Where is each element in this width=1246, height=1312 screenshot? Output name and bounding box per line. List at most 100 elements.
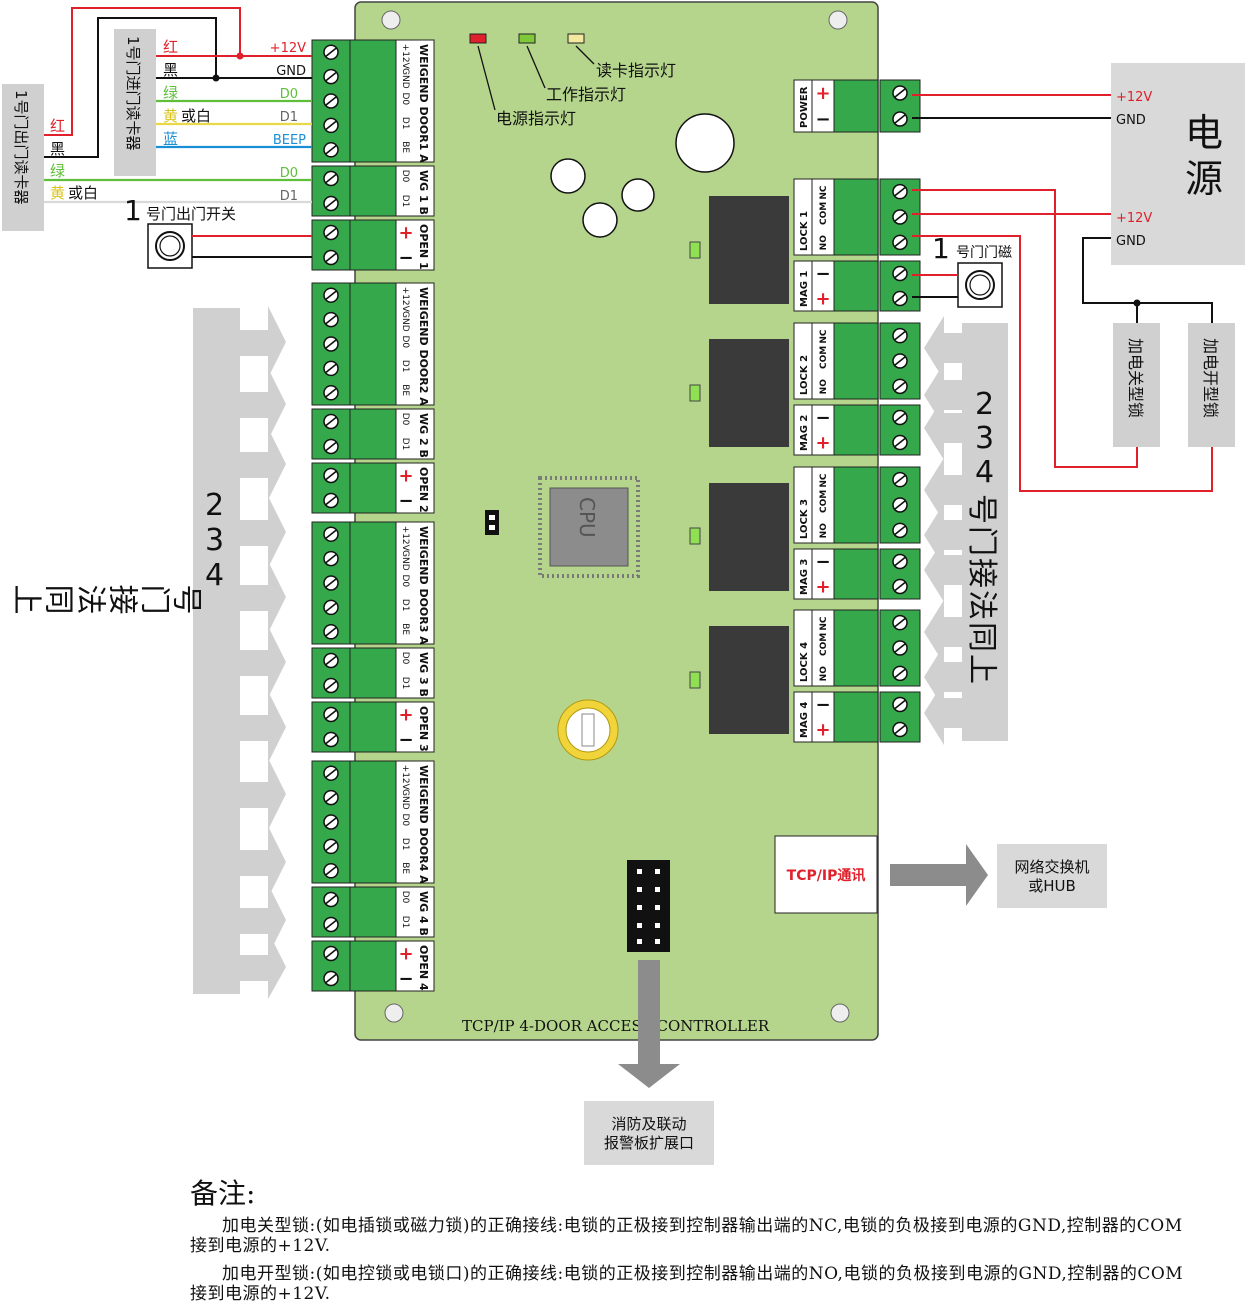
terminal-screw (323, 706, 339, 723)
entry-reader-label: 1号门进门读卡器 (124, 36, 142, 151)
wire-entry-blue-signal: BEEP (273, 133, 306, 148)
pin-label: D1 (400, 916, 410, 929)
plus-sign: + (398, 705, 413, 726)
plus-sign: + (815, 83, 830, 104)
wg-label: WG 3 B (417, 652, 430, 697)
terminal-screw (892, 183, 908, 200)
mount-hole (828, 10, 848, 30)
pin-label: GND (400, 550, 410, 571)
terminal-screw (892, 111, 908, 127)
relay-1 (709, 196, 789, 304)
buzzer (675, 113, 735, 173)
capacitor (582, 202, 618, 238)
fail-safe-lock (1113, 323, 1160, 447)
terminal-screw (892, 553, 908, 570)
terminal-screw (323, 170, 339, 187)
right-terminal-mag: MAG 2−+ (793, 404, 921, 456)
terminal-screw (323, 142, 339, 158)
exit-button-num: 1 (124, 194, 142, 227)
pin-label: D1 (400, 195, 410, 208)
wire-entry-black: 黑 (163, 61, 178, 79)
wire-entry-yellow-signal: D1 (280, 110, 298, 125)
terminal-screw (892, 85, 908, 101)
work-led (518, 33, 536, 44)
fail-secure-lock-label: 加电开型锁 (1201, 338, 1220, 418)
open-label: OPEN 1 (417, 224, 430, 270)
pin-label: +12V (400, 44, 410, 70)
pin-label: D0 (400, 413, 410, 426)
terminal-screw (323, 385, 339, 401)
pin-label: NO (819, 666, 829, 682)
left-terminal-open: +−OPEN 3 (311, 701, 435, 753)
pin-label: NO (819, 523, 829, 539)
terminal-screw (323, 838, 339, 855)
terminal-screw (323, 599, 339, 616)
minus-sign: − (398, 969, 413, 990)
terminal-screw (323, 945, 339, 962)
terminal-screw (323, 224, 339, 241)
wire-entry-red: 红 (163, 38, 178, 56)
left-arrows (240, 306, 286, 999)
terminal-screw (323, 575, 339, 591)
terminal-screw (323, 195, 339, 212)
plus-sign: + (398, 466, 413, 487)
left-same-num-4: 4 (205, 558, 224, 593)
left-terminal-open: + −OPEN 1 (311, 219, 435, 271)
terminal-screw (323, 789, 339, 806)
network-arrow (890, 844, 988, 906)
note-fail-secure: 加电开型锁:(如电控锁或电锁口)的正确接线:电锁的正极接到控制器输出端的NO,电… (190, 1264, 1184, 1304)
terminal-screw (892, 522, 908, 539)
terminal-screw (323, 492, 339, 509)
weigand-label: WEIGEND DOOR2 A (417, 287, 430, 406)
power-supply-char-2: 源 (1185, 157, 1223, 201)
relay-led (689, 241, 701, 259)
pin-label: D0 (400, 574, 410, 587)
supply-plus-top: +12V (1116, 90, 1152, 105)
cpu-label: CPU (575, 497, 599, 538)
pin-label: D0 (400, 92, 410, 105)
power-supply (1111, 63, 1245, 265)
capacitor (621, 178, 655, 212)
pin-label: D0 (400, 813, 410, 826)
lock-label: LOCK 3 (799, 499, 810, 539)
wire-exit-black: 黑 (50, 140, 65, 158)
plus-sign: + (398, 944, 413, 965)
wire-entry-yellow-a: 黄 (163, 107, 178, 125)
mag-label: MAG 2 (799, 415, 810, 451)
terminal-screw (323, 68, 339, 85)
cpu-chip: CPU (538, 476, 640, 578)
relay-led (689, 527, 701, 545)
plus-sign: + (815, 433, 830, 454)
terminal-screw (892, 353, 908, 369)
terminal-screw (892, 290, 908, 307)
terminal-screw (892, 471, 908, 488)
plus-sign: + (398, 223, 413, 244)
terminal-screw (892, 409, 908, 426)
backup-battery (557, 699, 619, 761)
exit-reader-box (2, 84, 44, 231)
wire-entry-red-signal: +12V (270, 41, 306, 56)
wg-label: WG 4 B (417, 891, 430, 936)
jumper (485, 510, 499, 535)
terminal-screw (892, 378, 908, 395)
terminal-screw (323, 360, 339, 377)
terminal-screw (892, 665, 908, 682)
wire-exit-green-signal: D0 (280, 166, 298, 181)
fire-label-1: 消防及联动 (611, 1115, 686, 1133)
terminal-screw (892, 578, 908, 595)
terminal-screw (892, 265, 908, 282)
power-led (469, 33, 487, 44)
right-same-num-3: 3 (975, 421, 994, 456)
minus-sign: − (815, 264, 830, 285)
pin-label: NO (819, 379, 829, 395)
note-fail-safe: 加电关型锁:(如电插锁或磁力锁)的正确接线:电锁的正极接到控制器输出端的NC,电… (190, 1216, 1183, 1256)
minus-sign: − (398, 248, 413, 269)
minus-sign: − (398, 491, 413, 512)
supply-gnd-top: GND (1116, 113, 1146, 128)
plus-sign: + (815, 289, 830, 310)
